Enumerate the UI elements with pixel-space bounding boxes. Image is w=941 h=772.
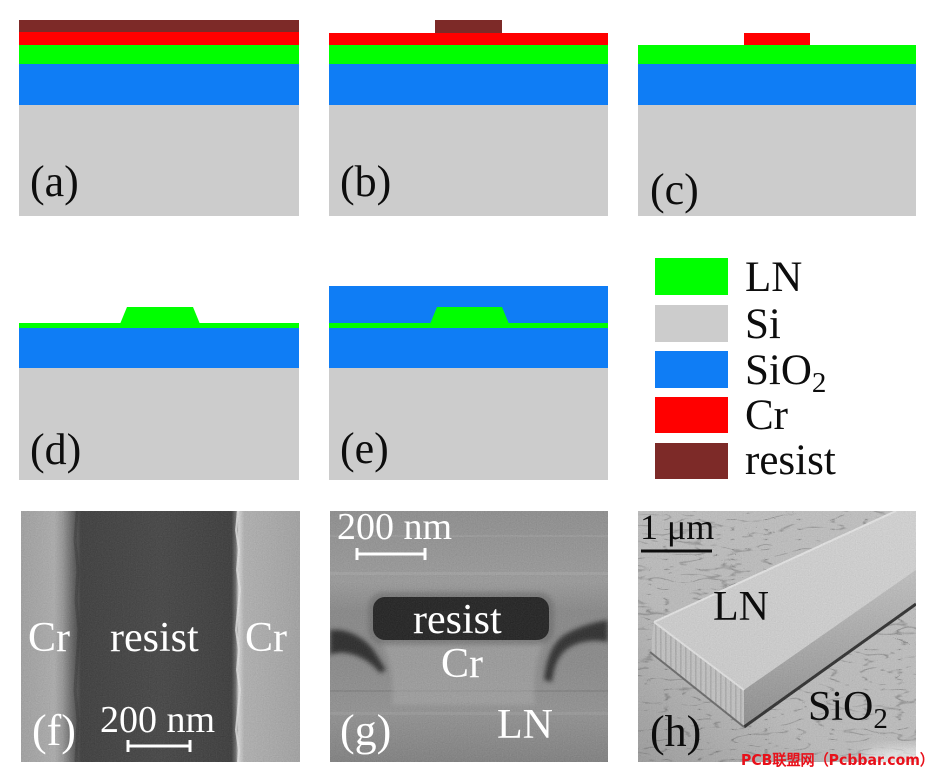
label-ln: LN <box>713 584 769 630</box>
sio2-layer <box>19 328 299 368</box>
legend-label-sio2: SiO2 <box>745 347 826 399</box>
ln-ridge <box>430 307 509 324</box>
sio2-layer <box>329 328 608 368</box>
panel-label-h: (h) <box>650 707 701 756</box>
sem-grain <box>638 511 916 762</box>
panel-label-f: (f) <box>32 706 76 755</box>
panel-label-d: (d) <box>30 425 81 474</box>
legend-label-ln: LN <box>745 254 802 301</box>
label-sio2-base: SiO <box>808 684 873 730</box>
legend-swatch-cr <box>655 397 728 433</box>
si-substrate <box>329 105 608 216</box>
label-ln: LN <box>497 702 553 748</box>
panel-label-a: (a) <box>30 157 79 206</box>
ln-ridge <box>120 307 200 324</box>
panel-c: (c) <box>638 33 916 216</box>
si-substrate <box>329 368 608 480</box>
sem-grain <box>21 511 300 762</box>
label-cr-left: Cr <box>28 615 70 661</box>
legend-label-sio2-base: SiO <box>745 347 812 394</box>
cr-layer <box>329 33 608 45</box>
label-cr: Cr <box>441 641 483 687</box>
legend: LN Si SiO2 Cr resist <box>655 254 836 484</box>
panel-label-e: (e) <box>340 424 389 473</box>
legend-label-si: Si <box>745 301 781 348</box>
panel-label-c: (c) <box>650 165 699 214</box>
sio2-layer <box>638 64 916 105</box>
legend-item-ln: LN <box>655 254 802 301</box>
panel-a: (a) <box>19 20 299 216</box>
legend-item-si: Si <box>655 301 781 348</box>
cr-mask <box>744 33 810 45</box>
legend-item-resist: resist <box>655 437 836 484</box>
scale-bar-label: 200 nm <box>337 506 452 548</box>
scale-bar <box>126 740 192 752</box>
sio2-layer <box>19 64 299 105</box>
scale-bar-label: 200 nm <box>100 699 215 741</box>
panel-label-b: (b) <box>340 157 391 206</box>
legend-swatch-si <box>655 305 728 342</box>
sio2-layer <box>329 64 608 105</box>
legend-swatch-ln <box>655 258 728 295</box>
legend-label-sio2-subscript: 2 <box>812 367 827 399</box>
legend-swatch-sio2 <box>655 351 728 388</box>
sem-panel-h: 1 μm LN SiO2 (h) <box>638 507 916 762</box>
cr-layer <box>19 32 299 45</box>
si-substrate <box>19 105 299 216</box>
watermark: PCB联盟网（Pcbbar.com） <box>741 751 934 769</box>
sem-image-h <box>638 511 916 762</box>
ln-layer <box>19 45 299 64</box>
sem-panel-f: Cr resist Cr 200 nm (f) <box>21 511 300 762</box>
panel-d: (d) <box>19 307 299 480</box>
panel-e: (e) <box>329 286 608 480</box>
resist-pattern <box>435 20 502 33</box>
legend-label-cr: Cr <box>745 392 788 439</box>
si-substrate <box>638 105 916 216</box>
legend-swatch-resist <box>655 443 728 479</box>
ln-slab <box>19 323 299 328</box>
ln-layer <box>329 45 608 64</box>
label-sio2-subscript: 2 <box>873 703 888 735</box>
ln-slab <box>329 323 608 328</box>
legend-item-sio2: SiO2 <box>655 347 826 399</box>
ln-layer <box>638 45 916 64</box>
label-cr-right: Cr <box>245 615 287 661</box>
sem-image-f <box>21 511 300 762</box>
resist-layer <box>19 20 299 32</box>
sem-panel-g: 200 nm resist Cr LN (g) <box>330 506 608 762</box>
scale-bar <box>355 548 427 560</box>
scale-bar-label: 1 μm <box>640 507 714 547</box>
si-substrate <box>19 368 299 480</box>
legend-label-resist: resist <box>745 437 836 484</box>
label-resist: resist <box>413 597 502 643</box>
panel-label-g: (g) <box>340 706 391 755</box>
label-sio2: SiO2 <box>808 684 888 735</box>
label-resist: resist <box>110 615 199 661</box>
legend-item-cr: Cr <box>655 392 788 439</box>
panel-b: (b) <box>329 20 608 216</box>
